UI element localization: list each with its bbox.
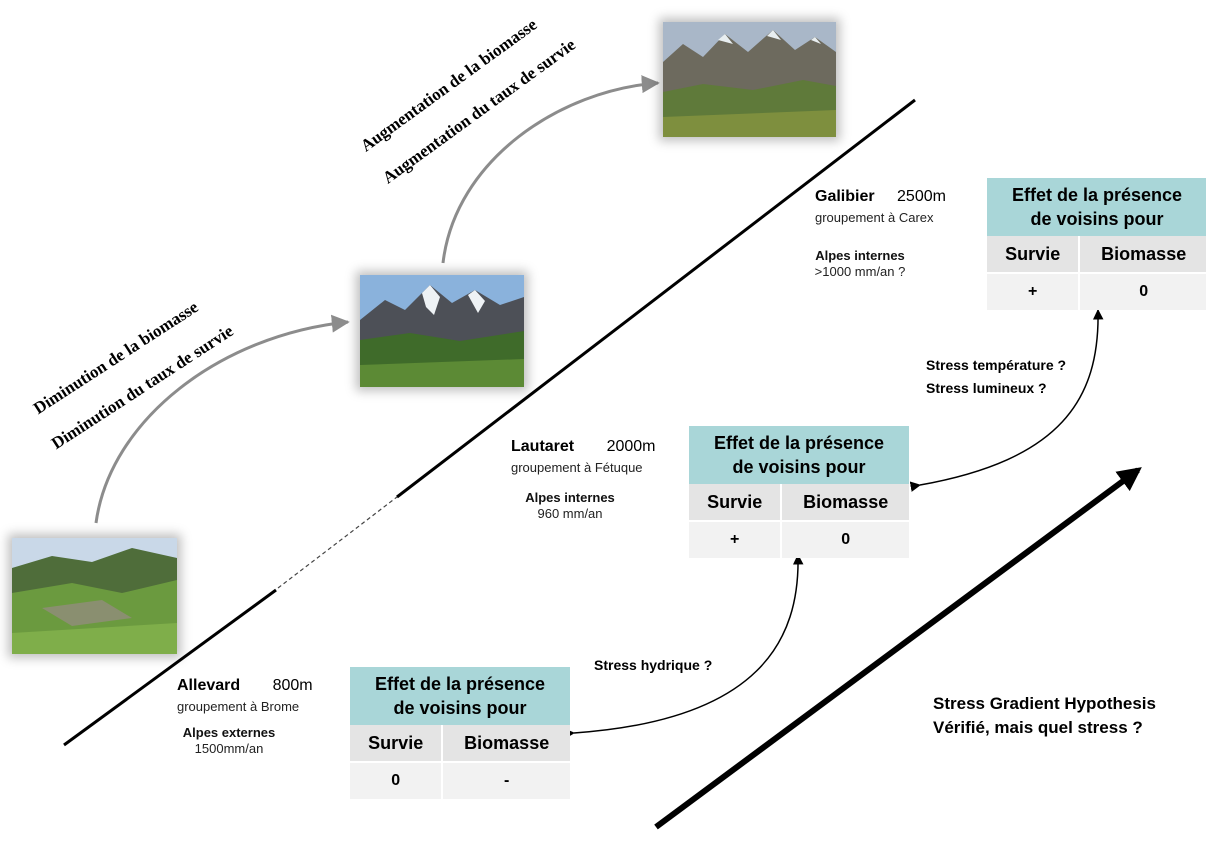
altitude-line-lower <box>63 588 277 747</box>
col-survie: Survie <box>689 484 782 521</box>
lower-stress-labels: Stress hydrique ? <box>594 654 712 677</box>
site-name: Lautaret <box>511 438 575 455</box>
water-stress-label: Stress hydrique ? <box>594 657 713 673</box>
col-biomasse: Biomasse <box>441 725 570 762</box>
zone-name: Alpes externes <box>182 725 276 740</box>
val-biomasse: 0 <box>1078 272 1206 310</box>
val-biomasse: - <box>441 761 570 799</box>
zone-name: Alpes internes <box>815 248 905 263</box>
site-altitude: 800m <box>272 677 313 694</box>
site-altitude: 2000m <box>606 438 656 455</box>
galibier-site-title: Galibier 2500m <box>815 188 946 206</box>
lautaret-photo <box>360 275 524 387</box>
effect-table-title: Effet de la présence de voisins pour <box>689 426 909 484</box>
effect-table-title: Effet de la présence de voisins pour <box>987 178 1206 236</box>
zone-rainfall: 1500mm/an <box>194 741 264 756</box>
zone-name: Alpes internes <box>525 490 615 505</box>
col-biomasse: Biomasse <box>1078 236 1206 273</box>
decrease-trend-arrow <box>94 314 350 524</box>
site-name: Allevard <box>177 677 241 694</box>
increase-trend-arrow <box>441 75 660 264</box>
site-altitude: 2500m <box>897 188 946 205</box>
title-line1: Effet de la présence <box>1011 185 1183 205</box>
col-biomasse: Biomasse <box>780 484 909 521</box>
altitude-line-upper <box>396 98 916 499</box>
galibier-photo <box>663 22 836 137</box>
zone-rainfall: >1000 mm/an ? <box>814 264 906 279</box>
lautaret-community: groupement à Fétuque <box>511 460 643 475</box>
lautaret-effect-table: Effet de la présence de voisins pour Sur… <box>689 426 909 558</box>
title-line2: de voisins pour <box>732 457 866 477</box>
stress-arrow-upper <box>909 308 1104 492</box>
col-survie: Survie <box>987 236 1080 273</box>
title-line1: Effet de la présence <box>713 433 885 453</box>
col-survie: Survie <box>350 725 443 762</box>
title-line2: de voisins pour <box>393 698 527 718</box>
galibier-effect-table: Effet de la présence de voisins pour Sur… <box>987 178 1206 310</box>
upper-stress-labels: Stress température ? Stress lumineux ? <box>926 354 1066 400</box>
title-line2: de voisins pour <box>1030 209 1164 229</box>
allevard-community: groupement à Brome <box>177 699 300 714</box>
sgh-subtitle: Vérifié, mais quel stress ? <box>933 718 1143 737</box>
site-name: Galibier <box>815 188 875 205</box>
temperature-stress-label: Stress température ? <box>926 357 1067 373</box>
val-biomasse: 0 <box>780 520 909 558</box>
galibier-community: groupement à Carex <box>815 210 934 225</box>
val-survie: + <box>987 272 1080 310</box>
stress-gradient-arrow <box>654 467 1142 830</box>
val-survie: + <box>689 520 782 558</box>
allevard-site-title: Allevard 800m <box>177 677 313 695</box>
sgh-title: Stress Gradient Hypothesis <box>933 694 1156 713</box>
val-survie: 0 <box>350 761 443 799</box>
allevard-effect-table: Effet de la présence de voisins pour Sur… <box>350 667 570 799</box>
conclusion-text: Stress Gradient Hypothesis Vérifié, mais… <box>933 692 1156 740</box>
light-stress-label: Stress lumineux ? <box>926 380 1047 396</box>
zone-rainfall: 960 mm/an <box>537 506 603 521</box>
effect-table-title: Effet de la présence de voisins pour <box>350 667 570 725</box>
allevard-photo <box>12 538 177 654</box>
stress-arrow-lower <box>564 553 804 739</box>
lautaret-site-title: Lautaret 2000m <box>511 438 656 456</box>
title-line1: Effet de la présence <box>374 674 546 694</box>
altitude-line-gap <box>277 496 398 589</box>
